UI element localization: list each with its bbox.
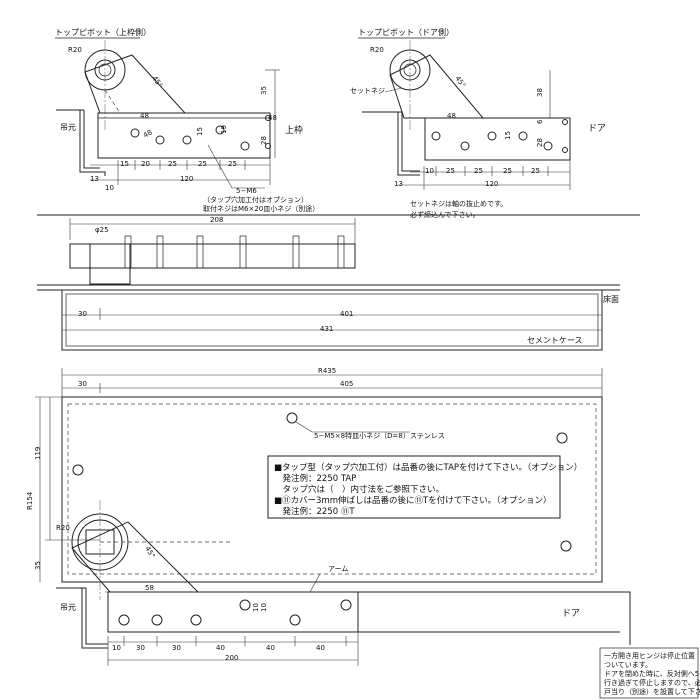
tr-25a: 25 [446,167,455,175]
pv-note-5: 発注例：2250 ⑪T [274,506,355,517]
pv-sidenote-5: 戸当り（別途）を設置して下さい。 [604,687,700,696]
pv-sidenote-2: ついています。 [604,661,652,669]
pv-r435: R435 [318,367,336,375]
pv-119: 119 [34,447,42,460]
tl-48-slant: 48 [142,128,154,139]
pv-405: 405 [340,380,353,388]
sv-phi25: φ25 [95,226,109,234]
sv-208: 208 [210,216,223,224]
tr-45: 45° [453,75,467,90]
pv-sidenote-4: 行き過ぎて停止しますので、必ず [604,678,700,687]
tl-10: 10 [105,184,114,192]
tr-10: 10 [425,167,434,175]
tr-28: 28 [536,138,544,147]
pv-b10: 10 [112,644,121,652]
pv-30: 30 [78,380,87,388]
tr-6: 6 [536,119,544,124]
pv-10b: 10 [260,603,268,612]
pv-b40b: 40 [266,644,275,652]
pv-b30a: 30 [136,644,145,652]
tr-set-screw: セットネジ [350,87,385,95]
tl-120: 120 [180,175,193,183]
pv-200: 200 [225,654,238,662]
side-section-view: 208 φ25 床面 30 401 431 セメントケース [37,214,640,351]
plan-view: R435 30 405 5−M5×8特皿小ネジ（D=8）ステンレス ■タップ型（… [26,367,700,699]
tr-13: 13 [394,180,403,188]
tl-28: 28 [260,136,268,145]
pv-58: 58 [145,584,154,592]
top-left-title: トップピボット（上枠側） [55,27,151,37]
tr-38: 38 [536,88,544,97]
tl-35: 35 [260,86,268,95]
pv-b40c: 40 [316,644,325,652]
tr-120: 120 [485,180,498,188]
top-pivot-frame-side: トップピボット（上枠側） R20 45° 48 48 48 吊元 上枠 [55,27,319,213]
pv-35: 35 [34,561,42,570]
pv-note-1: ■タップ型（タップ穴加工付）は品番の後にTAPを付けて下さい。（オプション） [274,462,582,473]
pv-note-3: タップ穴は（ ）内寸法をご参照下さい。 [274,484,444,495]
pv-b40a: 40 [216,644,225,652]
pv-arm-label: アーム [328,565,348,573]
tl-48: 48 [140,112,149,120]
tr-note-1: セットネジは軸の抜止めです。 [410,199,507,208]
tl-side-label: 吊元 [60,123,76,132]
tr-48: 48 [447,112,456,120]
tl-20: 20 [141,160,150,168]
tl-screw-note: 取付ネジはM6×20皿小ネジ（別途） [203,204,319,213]
pv-note-2: 発注例：2250 TAP [274,473,356,484]
pv-sidenote-1: 一方開き用ヒンジは停止位置 [604,651,695,660]
tl-48-top: 48 [268,114,277,122]
pv-m5: 5−M5×8特皿小ネジ（D=8）ステンレス [314,431,445,440]
top-right-title: トップピボット（ドア側） [358,27,454,37]
tr-25d: 25 [531,167,540,175]
tl-15: 15 [120,160,129,168]
tr-25c: 25 [503,167,512,175]
tl-r20: R20 [68,46,82,54]
pv-10: 10 [252,603,260,612]
tr-15: 15 [504,131,512,140]
tl-tap-note: （タップ穴加工付はオプション） [203,195,308,204]
pv-b30b: 30 [172,644,181,652]
pv-45: 45° [143,545,156,560]
top-pivot-door-side: トップピボット（ドア側） R20 45° セットネジ 48 ドア 38 28 1… [350,27,606,219]
tl-19: 19 [220,125,228,134]
pv-sidenote-3: ドアを閉めた時に、反対側へ5° [604,669,700,678]
tl-m6: 5−M6 [236,187,257,195]
tl-15v: 15 [196,127,204,136]
sv-30: 30 [78,310,87,318]
tr-r20: R20 [370,46,384,54]
tr-25b: 25 [474,167,483,175]
pv-r154: R154 [26,491,34,510]
sv-401: 401 [340,310,353,318]
tl-25c: 25 [228,160,237,168]
sv-431: 431 [320,325,333,333]
tl-25a: 25 [168,160,177,168]
sv-case-label: セメントケース [527,336,582,345]
pv-side-label: 吊元 [60,603,76,612]
pv-r20: R20 [56,524,70,532]
pv-note-4: ■⑪カバー3mm伸ばしは品番の後に⑪Tを付けて下さい。（オプション） [274,495,551,506]
sv-floor: 床面 [603,294,619,304]
tl-frame-label: 上枠 [285,124,303,136]
pv-door-label: ドア [562,609,580,619]
tl-25b: 25 [198,160,207,168]
tl-13: 13 [90,175,99,183]
tr-door-label: ドア [588,124,606,134]
